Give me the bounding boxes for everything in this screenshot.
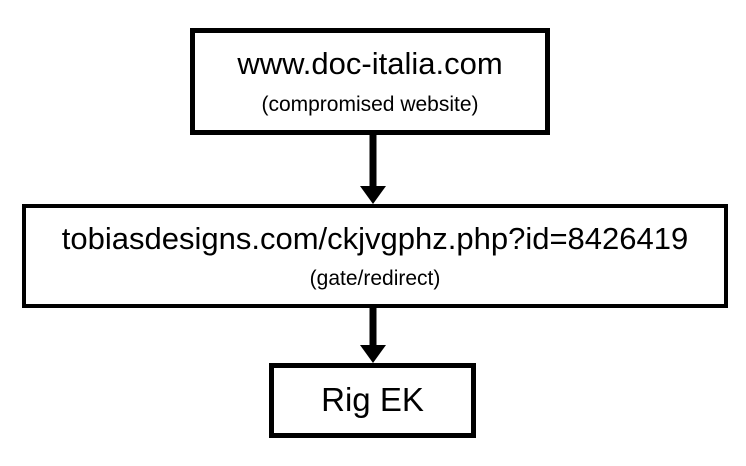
arrowhead-icon	[360, 186, 386, 204]
node-gate-redirect: tobiasdesigns.com/ckjvgphz.php?id=842641…	[22, 204, 728, 308]
node-rig-ek: Rig EK	[269, 363, 476, 438]
arrow-shaft	[369, 135, 377, 188]
compromised-website-label: (compromised website)	[261, 92, 479, 116]
arrow-down-icon	[360, 308, 386, 363]
gate-redirect-url: tobiasdesigns.com/ckjvgphz.php?id=842641…	[61, 220, 689, 256]
rig-ek-label: Rig EK	[321, 381, 424, 419]
compromised-website-url: www.doc-italia.com	[237, 46, 503, 82]
arrowhead-icon	[360, 345, 386, 363]
arrow-shaft	[369, 308, 377, 347]
gate-redirect-label: (gate/redirect)	[309, 267, 441, 290]
arrow-down-icon	[360, 135, 386, 204]
node-compromised-website: www.doc-italia.com (compromised website)	[190, 28, 550, 135]
